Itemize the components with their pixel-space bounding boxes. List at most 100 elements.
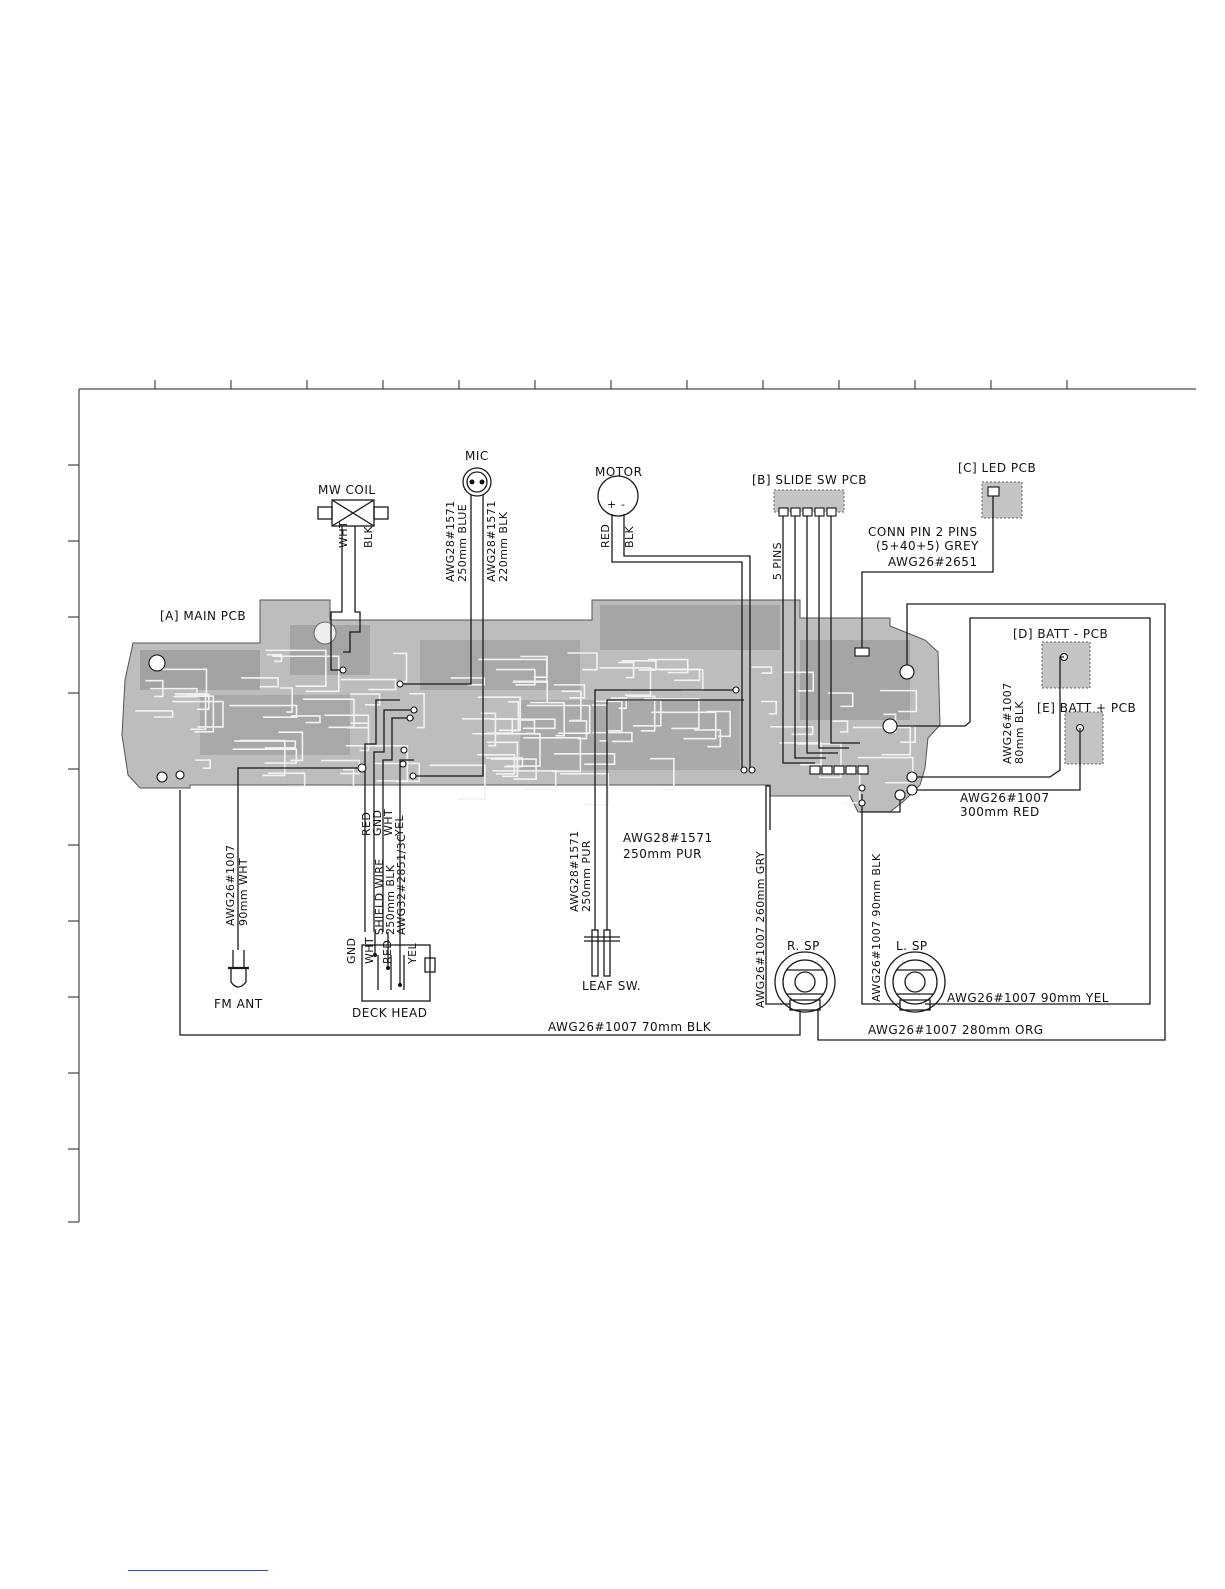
pcb-trace: [832, 720, 849, 733]
label-blk-90: AWG26#1007 90mm BLK: [870, 853, 883, 1002]
label-batt-minus-wire-a: AWG26#1007: [1001, 682, 1014, 764]
label-lsp-yel: AWG26#1007 90mm YEL: [947, 991, 1109, 1005]
pcb-trace: [560, 772, 610, 806]
label-head-red: RED: [381, 940, 394, 964]
pcb-trace: [409, 692, 425, 729]
pcb-trace: [492, 770, 557, 791]
pcb-trace: [526, 704, 591, 734]
pcb-trace: [880, 689, 918, 713]
label-shield-wire-c: AWG32#2851/3C: [395, 834, 408, 935]
label-leaf-wire-a: AWG28#1571: [568, 830, 581, 912]
label-fm-wire-a: AWG26#1007: [224, 844, 237, 926]
pcb-trace: [643, 698, 700, 730]
label-leaf-sw: LEAF SW.: [582, 979, 641, 993]
pcb-trace: [324, 714, 370, 729]
pcb-trace: [567, 652, 598, 671]
label-batt-plus-wire-a: AWG26#1007: [960, 791, 1050, 805]
pcb-trace: [618, 661, 635, 679]
pcb-trace: [229, 704, 298, 719]
left-speaker-symbol: [884, 951, 946, 1013]
pcb-trace: [490, 758, 537, 780]
label-coil-blk: BLK: [362, 526, 375, 548]
label-shield-wire-b: 250mm BLK: [384, 864, 397, 935]
label-deck-head: DECK HEAD: [352, 1006, 427, 1020]
label-mw-coil: MW COIL: [318, 483, 376, 497]
label-org-280: AWG26#1007 280mm ORG: [868, 1023, 1044, 1037]
label-deck-wht: WHT: [382, 809, 395, 836]
label-batt-plus-wire-b: 300mm RED: [960, 805, 1040, 819]
label-r-sp: R. SP: [787, 939, 820, 953]
pcb-trace: [472, 733, 541, 767]
label-main-pcb: [A] MAIN PCB: [160, 609, 246, 623]
label-head-yel: YEL: [406, 943, 419, 965]
pcb-trace: [450, 677, 486, 686]
label-head-wht: WHT: [363, 937, 376, 964]
right-speaker-symbol: [774, 951, 836, 1013]
pcb-trace: [265, 649, 327, 688]
label-leaf-wire-d: 250mm PUR: [623, 847, 702, 861]
label-motor: MOTOR: [595, 465, 642, 479]
label-conn-2: (5+40+5) GREY: [876, 539, 979, 553]
batt-plus-pcb: [1064, 711, 1104, 765]
label-conn-3: AWG26#2651: [888, 555, 978, 569]
label-mic-wire1b: 250mm BLUE: [456, 504, 469, 582]
label-motor-minus: -: [621, 498, 625, 511]
pcb-trace: [553, 753, 616, 766]
label-slide-sw-pcb: [B] SLIDE SW PCB: [752, 473, 867, 487]
label-l-sp: L. SP: [896, 939, 928, 953]
label-mic-wire2a: AWG28#1571: [485, 500, 498, 582]
wiring: [175, 495, 1166, 1041]
pcb-trace: [267, 772, 306, 787]
label-blk-70: AWG26#1007 70mm BLK: [548, 1020, 712, 1034]
pcb-trace: [490, 718, 556, 730]
pcb-trace: [392, 652, 408, 683]
pcb-trace: [145, 679, 164, 698]
pcb-trace: [546, 701, 565, 737]
label-five-pins: 5 PINS: [771, 542, 784, 580]
pcb-trace: [302, 698, 355, 729]
pcb-trace: [650, 757, 675, 791]
pcb-trace: [648, 668, 701, 682]
batt-minus-pcb: [1041, 641, 1091, 689]
pcb-trace: [373, 762, 420, 783]
label-batt-minus-wire-b: 80mm BLK: [1013, 701, 1026, 764]
pcb-trace: [751, 666, 773, 674]
pcb-trace: [523, 737, 582, 773]
pcb-trace: [429, 764, 486, 800]
motor-symbol: [597, 475, 639, 517]
pcb-trace: [651, 711, 717, 740]
pcb-trace: [487, 741, 519, 778]
label-led-pcb: [C] LED PCB: [958, 461, 1036, 475]
pcb-trace: [594, 700, 623, 732]
pcb-trace: [852, 726, 912, 756]
label-motor-plus: +: [607, 498, 617, 511]
pcb-trace: [150, 687, 198, 698]
pcb-trace: [827, 692, 854, 708]
pcb-trace: [172, 700, 224, 728]
pcb-trace: [477, 754, 516, 775]
pcb-trace: [770, 725, 814, 736]
pcb-trace: [477, 696, 522, 732]
pcb-trace: [621, 659, 657, 671]
pcb-trace: [553, 684, 586, 699]
label-shield-wire-a: SHIELD WIRE: [373, 858, 386, 935]
main-pcb: [121, 599, 941, 813]
pcb-trace: [340, 678, 397, 691]
label-leaf-wire-c: AWG28#1571: [623, 831, 713, 845]
pcb-trace: [174, 693, 207, 731]
pcb-trace: [761, 700, 778, 715]
pcb-trace: [278, 731, 304, 762]
label-coil-wht: WHT: [337, 521, 350, 548]
pcb-trace: [480, 712, 497, 747]
pcb-trace: [291, 715, 321, 724]
label-mic-wire1a: AWG28#1571: [444, 500, 457, 582]
pcb-trace: [857, 756, 914, 784]
labels: [A] MAIN PCB [B] SLIDE SW PCB [C] LED PC…: [160, 449, 1136, 1037]
pcb-trace: [626, 695, 656, 732]
pcb-trace: [343, 768, 355, 788]
pcb-trace: [350, 722, 370, 752]
pcb-trace: [241, 677, 279, 688]
label-leaf-wire-b: 250mm PUR: [580, 840, 593, 912]
label-mic: MIC: [465, 449, 489, 463]
